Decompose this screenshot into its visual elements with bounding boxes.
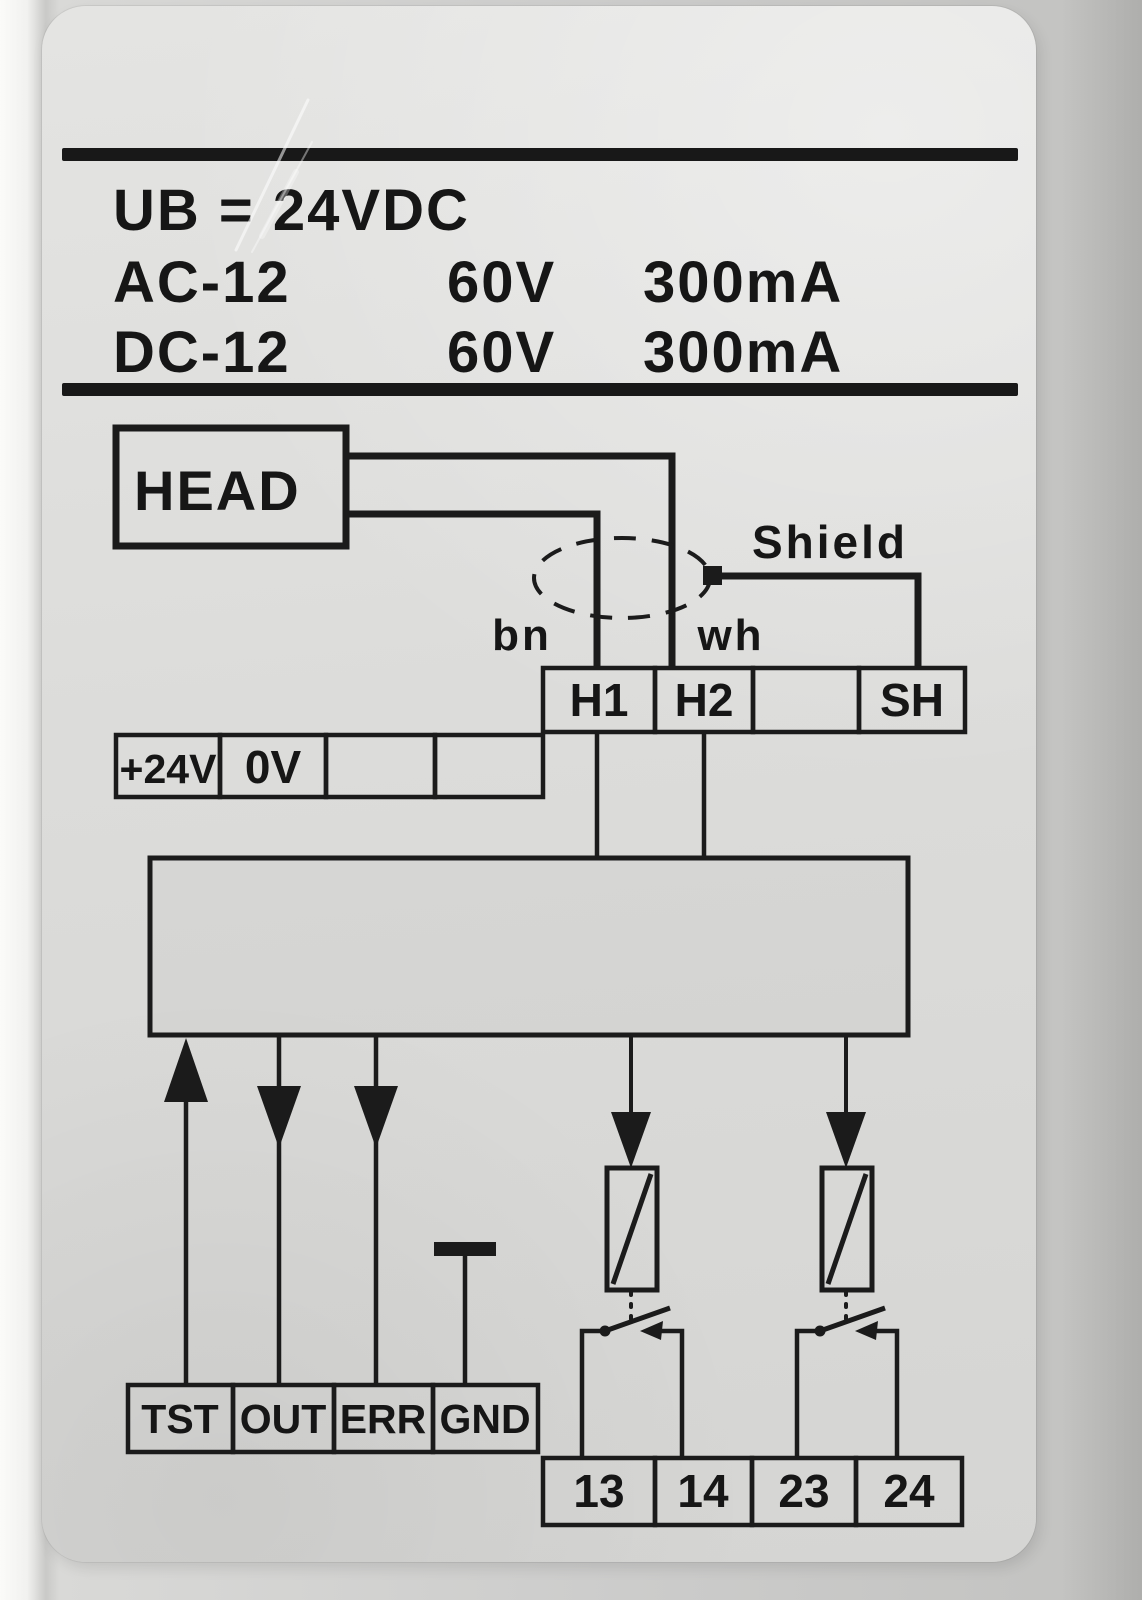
wire-shield (714, 572, 922, 668)
terminal-label-gnd: GND (439, 1396, 530, 1442)
relay1-contact-left-lead (579, 1328, 600, 1458)
relay1-coil (604, 1165, 660, 1293)
terminal-label-sh: SH (880, 674, 944, 726)
terminal-label-13: 13 (573, 1465, 624, 1517)
relay2-actuation-arrow-icon (855, 1321, 878, 1340)
divider-top (62, 148, 1018, 161)
rating-ac12-current: 300mA (643, 250, 844, 315)
terminal-box-blank-left-2 (432, 732, 546, 800)
relay1-contact-blade (604, 1305, 671, 1334)
terminal-label-14: 14 (677, 1465, 729, 1517)
arrow-down-icon-err (354, 1086, 398, 1148)
head-box (112, 424, 350, 550)
terminal-label-h2: H2 (675, 674, 734, 726)
shield-label: Shield (752, 516, 908, 568)
wire-label-bn: bn (492, 611, 552, 660)
terminal-label-out: OUT (240, 1396, 327, 1442)
arrow-down-icon-relay1 (611, 1112, 651, 1168)
relay2-contact-left-lead (794, 1328, 815, 1458)
wire-white (346, 452, 676, 668)
terminal-box-sh (856, 665, 968, 735)
wire-label-wh: wh (696, 611, 764, 660)
relay2-coil (819, 1165, 875, 1293)
wiring-label (42, 6, 1036, 1562)
cable-sheath-ellipse (532, 536, 712, 620)
terminal-label-24: 24 (883, 1465, 935, 1517)
head-label: HEAD (134, 459, 301, 522)
arrow-down-icon-out (257, 1086, 301, 1148)
terminal-label-24v: +24V (120, 746, 218, 792)
rating-ac12-voltage: 60V (447, 250, 557, 315)
rating-ac12-category: AC-12 (113, 250, 291, 315)
relay1-actuation-arrow-icon (640, 1321, 663, 1340)
ground-bar-icon (434, 1242, 496, 1256)
terminal-box-24 (853, 1455, 965, 1528)
relay1-coil-slash (610, 1173, 654, 1285)
rating-dc12-voltage: 60V (447, 320, 557, 385)
terminal-label-tst: TST (141, 1396, 218, 1442)
rating-dc12-current: 300mA (643, 320, 844, 385)
terminal-label-23: 23 (778, 1465, 829, 1517)
rating-supply: UB = 24VDC (113, 178, 470, 243)
terminal-label-err: ERR (340, 1396, 427, 1442)
main-block (147, 855, 911, 1038)
wire-brown (346, 510, 601, 668)
divider-bottom (62, 383, 1018, 396)
relay2-coil-slash (825, 1173, 869, 1285)
terminal-box-blank-left-1 (323, 732, 438, 800)
scratch-marks (234, 98, 313, 253)
terminal-label-0v: 0V (245, 741, 302, 793)
arrow-down-icon-relay2 (826, 1112, 866, 1168)
shield-junction-dot (703, 566, 722, 585)
rating-dc12-category: DC-12 (113, 320, 291, 385)
terminal-box-gnd (430, 1382, 541, 1455)
relay2-contact-blade (819, 1305, 886, 1334)
arrow-up-icon (164, 1038, 208, 1102)
terminal-label-h1: H1 (570, 674, 629, 726)
relay2-contact-right-lead (874, 1328, 900, 1458)
relay1-contact-right-lead (659, 1328, 685, 1458)
terminal-box-blank-top (750, 665, 862, 735)
